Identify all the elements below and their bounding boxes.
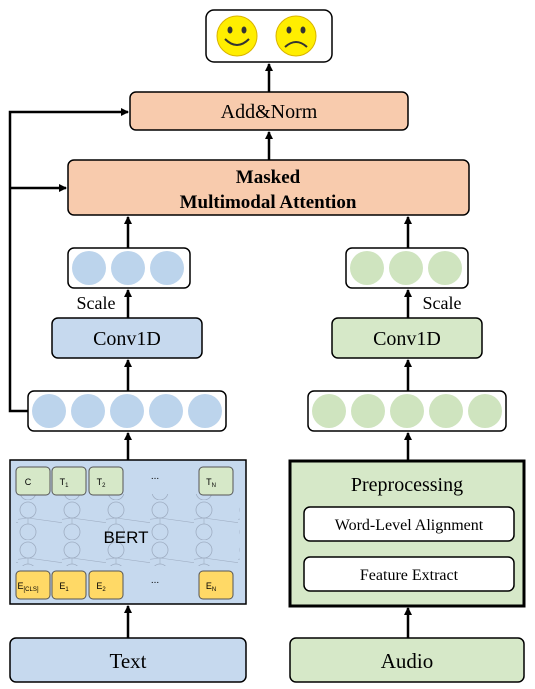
text-input-box: Text: [9, 637, 247, 683]
vector-cell: [72, 251, 106, 285]
audio-scale-label: Scale: [423, 293, 462, 313]
text-conv1d-box: Conv1D: [51, 317, 203, 359]
output-emoji-box: [205, 9, 333, 63]
bert-input-embedding-box: [88, 570, 124, 600]
bert-input-embedding-label: EN: [206, 581, 216, 593]
audio-scaled-vector: [345, 247, 469, 289]
bert-output-token-box: [15, 466, 51, 496]
vector-cell: [149, 394, 183, 428]
vector-cell: [429, 394, 463, 428]
text-scaled-vector: [67, 247, 191, 289]
vector-cell: [428, 251, 462, 285]
bert-output-token-label: T1: [60, 477, 70, 489]
bert-output-token-label: T2: [97, 477, 107, 489]
masked-multimodal-attention-box: Masked Multimodal Attention: [67, 159, 470, 216]
bert-input-embedding-box: [198, 570, 234, 600]
vector-cell: [350, 251, 384, 285]
bert-input-embedding-box: [51, 570, 87, 600]
audio-input-box: Audio: [289, 637, 525, 683]
bert-output-token-box: [198, 466, 234, 496]
sad-face-icon: [275, 15, 317, 57]
bert-output-token-box: [88, 466, 124, 496]
vector-cell: [312, 394, 346, 428]
audio-conv1d-box: Conv1D: [331, 317, 483, 359]
vector-cell: [468, 394, 502, 428]
residual-connection: [8, 108, 129, 413]
bert-input-embedding-box: [15, 570, 51, 600]
add-norm-box: Add&Norm: [129, 91, 409, 131]
bert-input-embedding-label: E1: [59, 581, 69, 593]
vector-cell: [389, 251, 423, 285]
preprocessing-title: Preprocessing: [351, 474, 463, 496]
attention-label-line1: Masked: [236, 167, 301, 188]
vector-cell: [110, 394, 144, 428]
bert-input-embedding-label: E2: [96, 581, 106, 593]
vector-cell: [150, 251, 184, 285]
preprocessing-step-alignment: Word-Level Alignment: [335, 517, 484, 534]
audio-input-label: Audio: [381, 649, 434, 673]
bert-output-token-label: TN: [206, 477, 216, 489]
vector-cell: [188, 394, 222, 428]
bert-output-tokens: C T1 T2... TN: [15, 466, 234, 496]
bert-output-token-label: C: [25, 477, 32, 487]
text-embedding-vector: [27, 390, 227, 432]
audio-conv1d-label: Conv1D: [373, 328, 441, 350]
audio-feature-vector: [307, 390, 507, 432]
happy-face-icon: [216, 15, 258, 57]
bert-input-embedding-ellipsis: ...: [151, 575, 159, 586]
bert-output-token-box: [51, 466, 87, 496]
text-input-label: Text: [109, 649, 146, 673]
bert-label: BERT: [103, 528, 148, 547]
connection-arrows: [8, 63, 412, 638]
preprocessing-block: Preprocessing Word-Level Alignment Featu…: [288, 459, 526, 608]
vector-cell: [390, 394, 424, 428]
vector-cell: [32, 394, 66, 428]
bert-output-token-ellipsis: ...: [151, 471, 159, 482]
vector-cell: [111, 251, 145, 285]
text-conv1d-label: Conv1D: [93, 328, 161, 350]
text-scale-label: Scale: [77, 293, 116, 313]
attention-label-line2: Multimodal Attention: [180, 192, 357, 213]
preprocessing-step-feature-extract: Feature Extract: [360, 567, 459, 584]
add-norm-label: Add&Norm: [221, 101, 318, 123]
vector-cell: [71, 394, 105, 428]
vector-cell: [351, 394, 385, 428]
